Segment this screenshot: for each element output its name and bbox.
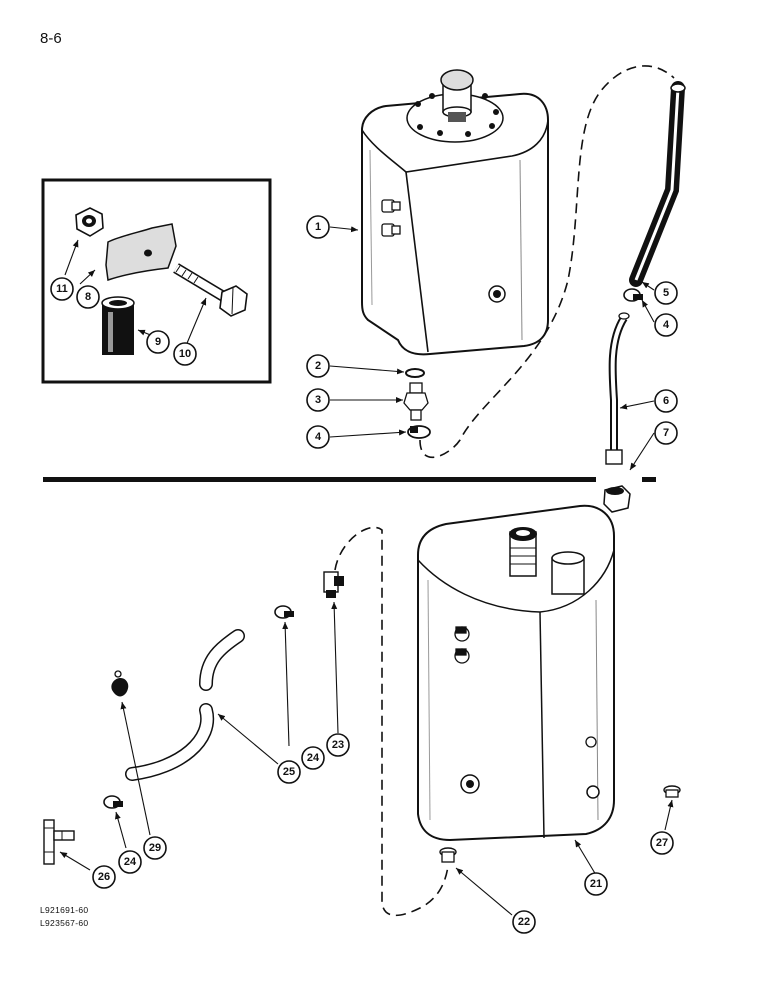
callout-1: 1 (306, 215, 330, 239)
callout-21: 21 (584, 872, 608, 896)
hose-segment-lower (125, 703, 215, 781)
callout-25: 25 (277, 760, 301, 784)
hose-clip (111, 670, 129, 697)
tube-nut (603, 485, 631, 513)
callout-22: 22 (512, 910, 536, 934)
svg-text:27: 27 (656, 837, 668, 849)
leader-lines (59, 226, 674, 916)
callout-4-right: 4 (654, 313, 678, 337)
svg-text:10: 10 (179, 348, 191, 360)
callout-23: 23 (326, 733, 350, 757)
hose-clamp-lower-b (103, 795, 123, 809)
hose-segment-upper (199, 629, 245, 691)
svg-text:4: 4 (315, 431, 322, 443)
page-number: 8-6 (40, 30, 62, 47)
drawing-reference-1: L921691-60 (40, 905, 89, 915)
inset-frame (41, 178, 272, 384)
callout-4-upper: 4 (306, 425, 330, 449)
hose-clamp-upper (407, 425, 431, 439)
svg-text:8: 8 (85, 291, 91, 303)
breather-tube (605, 312, 630, 465)
callout-8: 8 (76, 285, 100, 309)
drain-plug-lower (439, 847, 457, 863)
svg-text:24: 24 (124, 856, 137, 868)
hose-clamp-lower-a (274, 605, 294, 619)
svg-text:7: 7 (663, 427, 669, 439)
drawing-reference-2: L923567-60 (40, 918, 89, 928)
drain-plug-right (663, 785, 681, 798)
bolt (173, 263, 248, 317)
breather-hose (629, 81, 686, 287)
hydraulic-tank-lower (417, 504, 615, 842)
section-divider-right (642, 477, 656, 482)
sleeve (101, 296, 135, 355)
hose-route-upper (419, 65, 675, 459)
callout-29: 29 (143, 836, 167, 860)
callout-5: 5 (654, 281, 678, 305)
svg-text:3: 3 (315, 394, 321, 406)
callout-27: 27 (650, 831, 674, 855)
svg-text:23: 23 (332, 739, 344, 751)
hydraulic-tank-upper (361, 69, 549, 356)
svg-text:24: 24 (307, 752, 320, 764)
callout-2: 2 (306, 354, 330, 378)
svg-text:6: 6 (663, 395, 669, 407)
svg-text:9: 9 (155, 336, 161, 348)
clamp-bracket (105, 223, 177, 281)
hose-clamp-right (623, 288, 643, 302)
callout-3: 3 (306, 388, 330, 412)
hose-fitting (403, 382, 429, 421)
section-divider (43, 477, 596, 482)
svg-text:1: 1 (315, 221, 321, 233)
svg-text:29: 29 (149, 842, 161, 854)
svg-text:25: 25 (283, 766, 295, 778)
svg-text:22: 22 (518, 916, 530, 928)
svg-text:4: 4 (663, 319, 670, 331)
svg-text:2: 2 (315, 360, 321, 372)
nut (75, 207, 104, 237)
elbow-fitting (323, 571, 344, 598)
callout-9: 9 (146, 330, 170, 354)
callout-24-upper: 24 (301, 746, 325, 770)
svg-text:11: 11 (56, 283, 68, 295)
callout-6: 6 (654, 389, 678, 413)
svg-text:21: 21 (590, 878, 602, 890)
svg-text:26: 26 (98, 871, 110, 883)
callout-24-lower: 24 (118, 850, 142, 874)
o-ring (405, 368, 425, 378)
callout-7: 7 (654, 421, 678, 445)
svg-text:5: 5 (663, 287, 669, 299)
hose-route-lower (334, 526, 449, 917)
callout-26: 26 (92, 865, 116, 889)
callout-11: 11 (50, 277, 74, 301)
tee-fitting (43, 819, 75, 865)
callout-10: 10 (173, 342, 197, 366)
